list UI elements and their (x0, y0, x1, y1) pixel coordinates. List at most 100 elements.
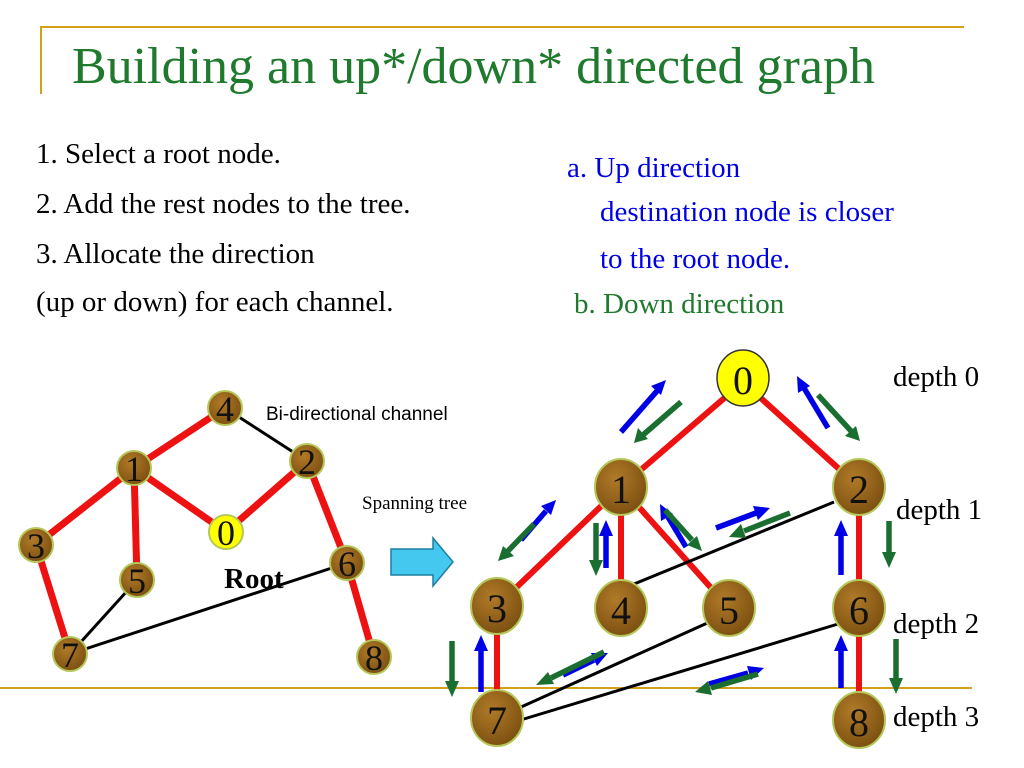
transfer-arrow (390, 535, 454, 589)
down-arrow-head (695, 681, 712, 695)
node-r-7: 7 (470, 689, 524, 747)
note-a-line3: to the root node. (600, 243, 791, 275)
note-b: b. Down direction (574, 288, 785, 320)
node-r-2: 2 (832, 458, 886, 516)
down-arrow (506, 522, 536, 553)
edge-l-1-0 (132, 465, 228, 535)
step-3: 3. Allocate the direction (36, 238, 315, 270)
up-arrow-head (651, 380, 666, 395)
up-arrow-head (834, 520, 848, 536)
depth-label-2: depth 2 (893, 608, 980, 640)
node-l-6: 6 (329, 544, 365, 584)
node-l-0-root: 0 (208, 513, 244, 553)
step-1: 1. Select a root node. (36, 138, 281, 170)
up-arrow-head (834, 635, 848, 651)
depth-label-0: depth 0 (893, 361, 980, 393)
svg-text:5: 5 (128, 561, 146, 601)
node-r-1: 1 (594, 458, 648, 516)
svg-text:0: 0 (733, 358, 753, 403)
down-arrow-head (729, 524, 746, 538)
node-l-3: 3 (18, 526, 54, 566)
up-arrow-head (797, 376, 810, 393)
svg-text:4: 4 (216, 389, 234, 429)
edge-l-2-6 (303, 459, 351, 565)
bidirectional-channel-label: Bi-directional channel (266, 404, 448, 425)
svg-text:3: 3 (487, 586, 507, 631)
edge-r-4-2 (633, 500, 835, 586)
svg-text:6: 6 (849, 588, 869, 633)
step-3-continued: (up or down) for each channel. (36, 286, 394, 318)
down-arrow (641, 399, 683, 438)
up-arrow (618, 389, 660, 434)
spanning-tree-label: Spanning tree (362, 493, 467, 514)
down-arrow-head (845, 426, 860, 441)
down-arrow-head (498, 546, 514, 561)
svg-text:5: 5 (719, 588, 739, 633)
depth-label-3: depth 3 (893, 701, 980, 733)
node-l-4: 4 (207, 389, 243, 429)
svg-text:8: 8 (365, 638, 383, 678)
bottom-rule (0, 687, 972, 689)
title-accent-vertical (40, 26, 42, 94)
down-arrow (662, 508, 695, 542)
note-a-line2: destination node is closer (600, 196, 894, 228)
svg-text:1: 1 (125, 449, 143, 489)
down-arrow (742, 510, 792, 534)
node-l-8: 8 (356, 638, 392, 678)
step-2: 2. Add the rest nodes to the tree. (36, 188, 411, 220)
node-r-5: 5 (702, 579, 756, 637)
edge-l-7-6 (69, 561, 348, 656)
edge-r-7-5 (509, 618, 715, 714)
node-l-1: 1 (116, 449, 152, 489)
node-r-0-root: 0 (716, 349, 770, 407)
up-arrow-head (474, 635, 488, 651)
root-label: Root (224, 563, 284, 595)
down-arrow-head (589, 560, 603, 576)
down-arrow-head (687, 536, 702, 551)
svg-text:7: 7 (61, 635, 79, 675)
title-accent-horizontal (40, 26, 964, 28)
spanning-tree-graph: 0 1 2 3 4 5 6 7 (445, 349, 903, 749)
svg-text:8: 8 (849, 700, 869, 745)
svg-text:4: 4 (611, 588, 631, 633)
edge-r-7-6 (513, 622, 839, 724)
node-l-2: 2 (289, 442, 325, 482)
node-r-6: 6 (832, 579, 886, 637)
up-arrow (665, 515, 689, 549)
svg-text:0: 0 (217, 513, 235, 553)
up-arrow (708, 670, 749, 687)
direction-arrows (445, 376, 903, 697)
svg-text:2: 2 (298, 442, 316, 482)
svg-text:6: 6 (338, 544, 356, 584)
node-r-4: 4 (594, 579, 648, 637)
node-l-7: 7 (52, 635, 88, 675)
up-arrow (801, 386, 831, 430)
page-title: Building an up*/down* directed graph (72, 38, 875, 95)
up-arrow (715, 510, 757, 531)
up-arrow-head (599, 520, 613, 536)
edge-r-1-3 (494, 484, 624, 609)
down-arrow-head (536, 672, 554, 685)
edge-l-4-1 (132, 405, 227, 471)
up-arrow-head (753, 506, 770, 520)
note-a-title: a. Up direction (567, 152, 741, 184)
down-arrow (549, 649, 606, 681)
down-arrow-head (445, 681, 459, 697)
original-network: 4 1 2 3 0 5 6 7 (18, 389, 448, 678)
node-r-8: 8 (832, 691, 886, 749)
down-arrow (710, 671, 759, 691)
svg-text:2: 2 (849, 467, 869, 512)
up-arrow-head (541, 500, 556, 515)
svg-text:1: 1 (611, 467, 631, 512)
edge-l-1-3 (33, 465, 137, 548)
down-arrow-head (634, 428, 648, 443)
down-arrow-head (882, 552, 896, 568)
down-arrow-head (889, 678, 903, 694)
node-r-3: 3 (470, 577, 524, 635)
edge-l-3-7 (32, 543, 74, 656)
edge-l-1-5 (130, 467, 141, 581)
down-arrow (815, 393, 854, 433)
node-l-5: 5 (119, 561, 155, 601)
svg-text:3: 3 (27, 526, 45, 566)
